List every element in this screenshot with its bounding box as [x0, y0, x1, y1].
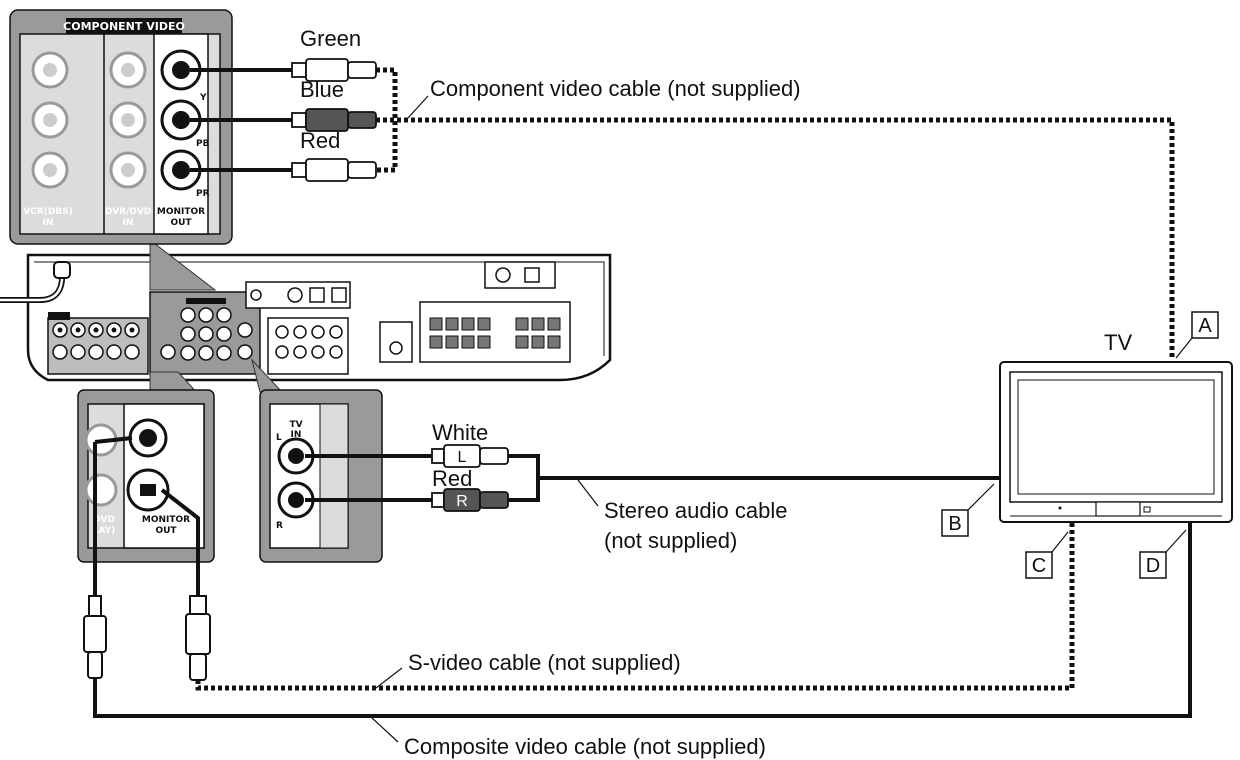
component-video-cable — [376, 67, 1175, 360]
composite-plug — [83, 436, 133, 679]
audio-zoom-panel: TV IN L R — [251, 358, 383, 563]
tv-set — [999, 361, 1233, 523]
svg-text:D: D — [1146, 555, 1160, 577]
audio-plugs: L R White Red — [305, 420, 509, 512]
pr-label: PR — [196, 189, 210, 199]
vcr-dbs-in-label: IN — [43, 218, 54, 228]
blue-label: Blue — [300, 77, 344, 102]
svideo-cable-label: S-video cable (not supplied) — [408, 650, 681, 675]
callout-b: B — [941, 483, 995, 537]
tv-in-top-label: TV — [289, 420, 302, 430]
video-monitor-label: MONITOR — [142, 515, 190, 525]
callout-d: D — [1139, 529, 1187, 579]
dvr-dvd-label: DVR/DVD — [105, 207, 152, 217]
stereo-cable-label-2: (not supplied) — [604, 528, 737, 553]
svg-text:B: B — [948, 513, 961, 535]
receiver-rear-panel — [0, 253, 612, 382]
dvr-dvd-in-label: IN — [123, 218, 134, 228]
monitor-label: MONITOR — [157, 207, 205, 217]
y-label: Y — [199, 93, 207, 103]
tv-label: TV — [1104, 330, 1132, 355]
white-label: White — [432, 420, 488, 445]
composite-cable-label: Composite video cable (not supplied) — [404, 734, 766, 759]
audio-l-label: L — [276, 433, 282, 443]
monitor-out-label: OUT — [170, 218, 192, 228]
composite-video-cable — [93, 520, 1192, 718]
component-video-zoom-panel: COMPONENT VIDEO Y PB PR VCR(DBS) IN DVR/… — [9, 9, 233, 291]
plug-r-label: R — [456, 493, 468, 510]
audio-r-label: R — [276, 521, 283, 531]
audio-red-label: Red — [432, 466, 472, 491]
green-label: Green — [300, 26, 361, 51]
stereo-audio-cable — [508, 454, 1000, 502]
svg-text:C: C — [1032, 555, 1046, 577]
vcr-dbs-label: VCR(DBS) — [23, 207, 73, 217]
svideo-cable — [195, 520, 1075, 691]
tv-in-bottom-label: IN — [291, 430, 302, 440]
callout-c: C — [1025, 531, 1069, 579]
video-left-frag2: LAY) — [93, 526, 115, 536]
component-cable-label: Component video cable (not supplied) — [430, 76, 801, 101]
video-out-zoom-panel: MONITOR OUT DVD LAY) — [77, 371, 215, 563]
red-label: Red — [300, 128, 340, 153]
svideo-plug — [160, 488, 211, 681]
component-video-header: COMPONENT VIDEO — [63, 20, 185, 33]
svg-text:A: A — [1198, 315, 1212, 337]
plug-l-label: L — [458, 449, 467, 466]
monitor-out-jacks — [160, 49, 202, 191]
video-out-label: OUT — [155, 526, 177, 536]
callout-a: A — [1175, 311, 1219, 359]
video-left-frag1: DVD — [93, 515, 115, 525]
component-plugs: Green Blue Red — [190, 26, 377, 182]
pb-label: PB — [196, 139, 210, 149]
stereo-cable-label-1: Stereo audio cable — [604, 498, 787, 523]
